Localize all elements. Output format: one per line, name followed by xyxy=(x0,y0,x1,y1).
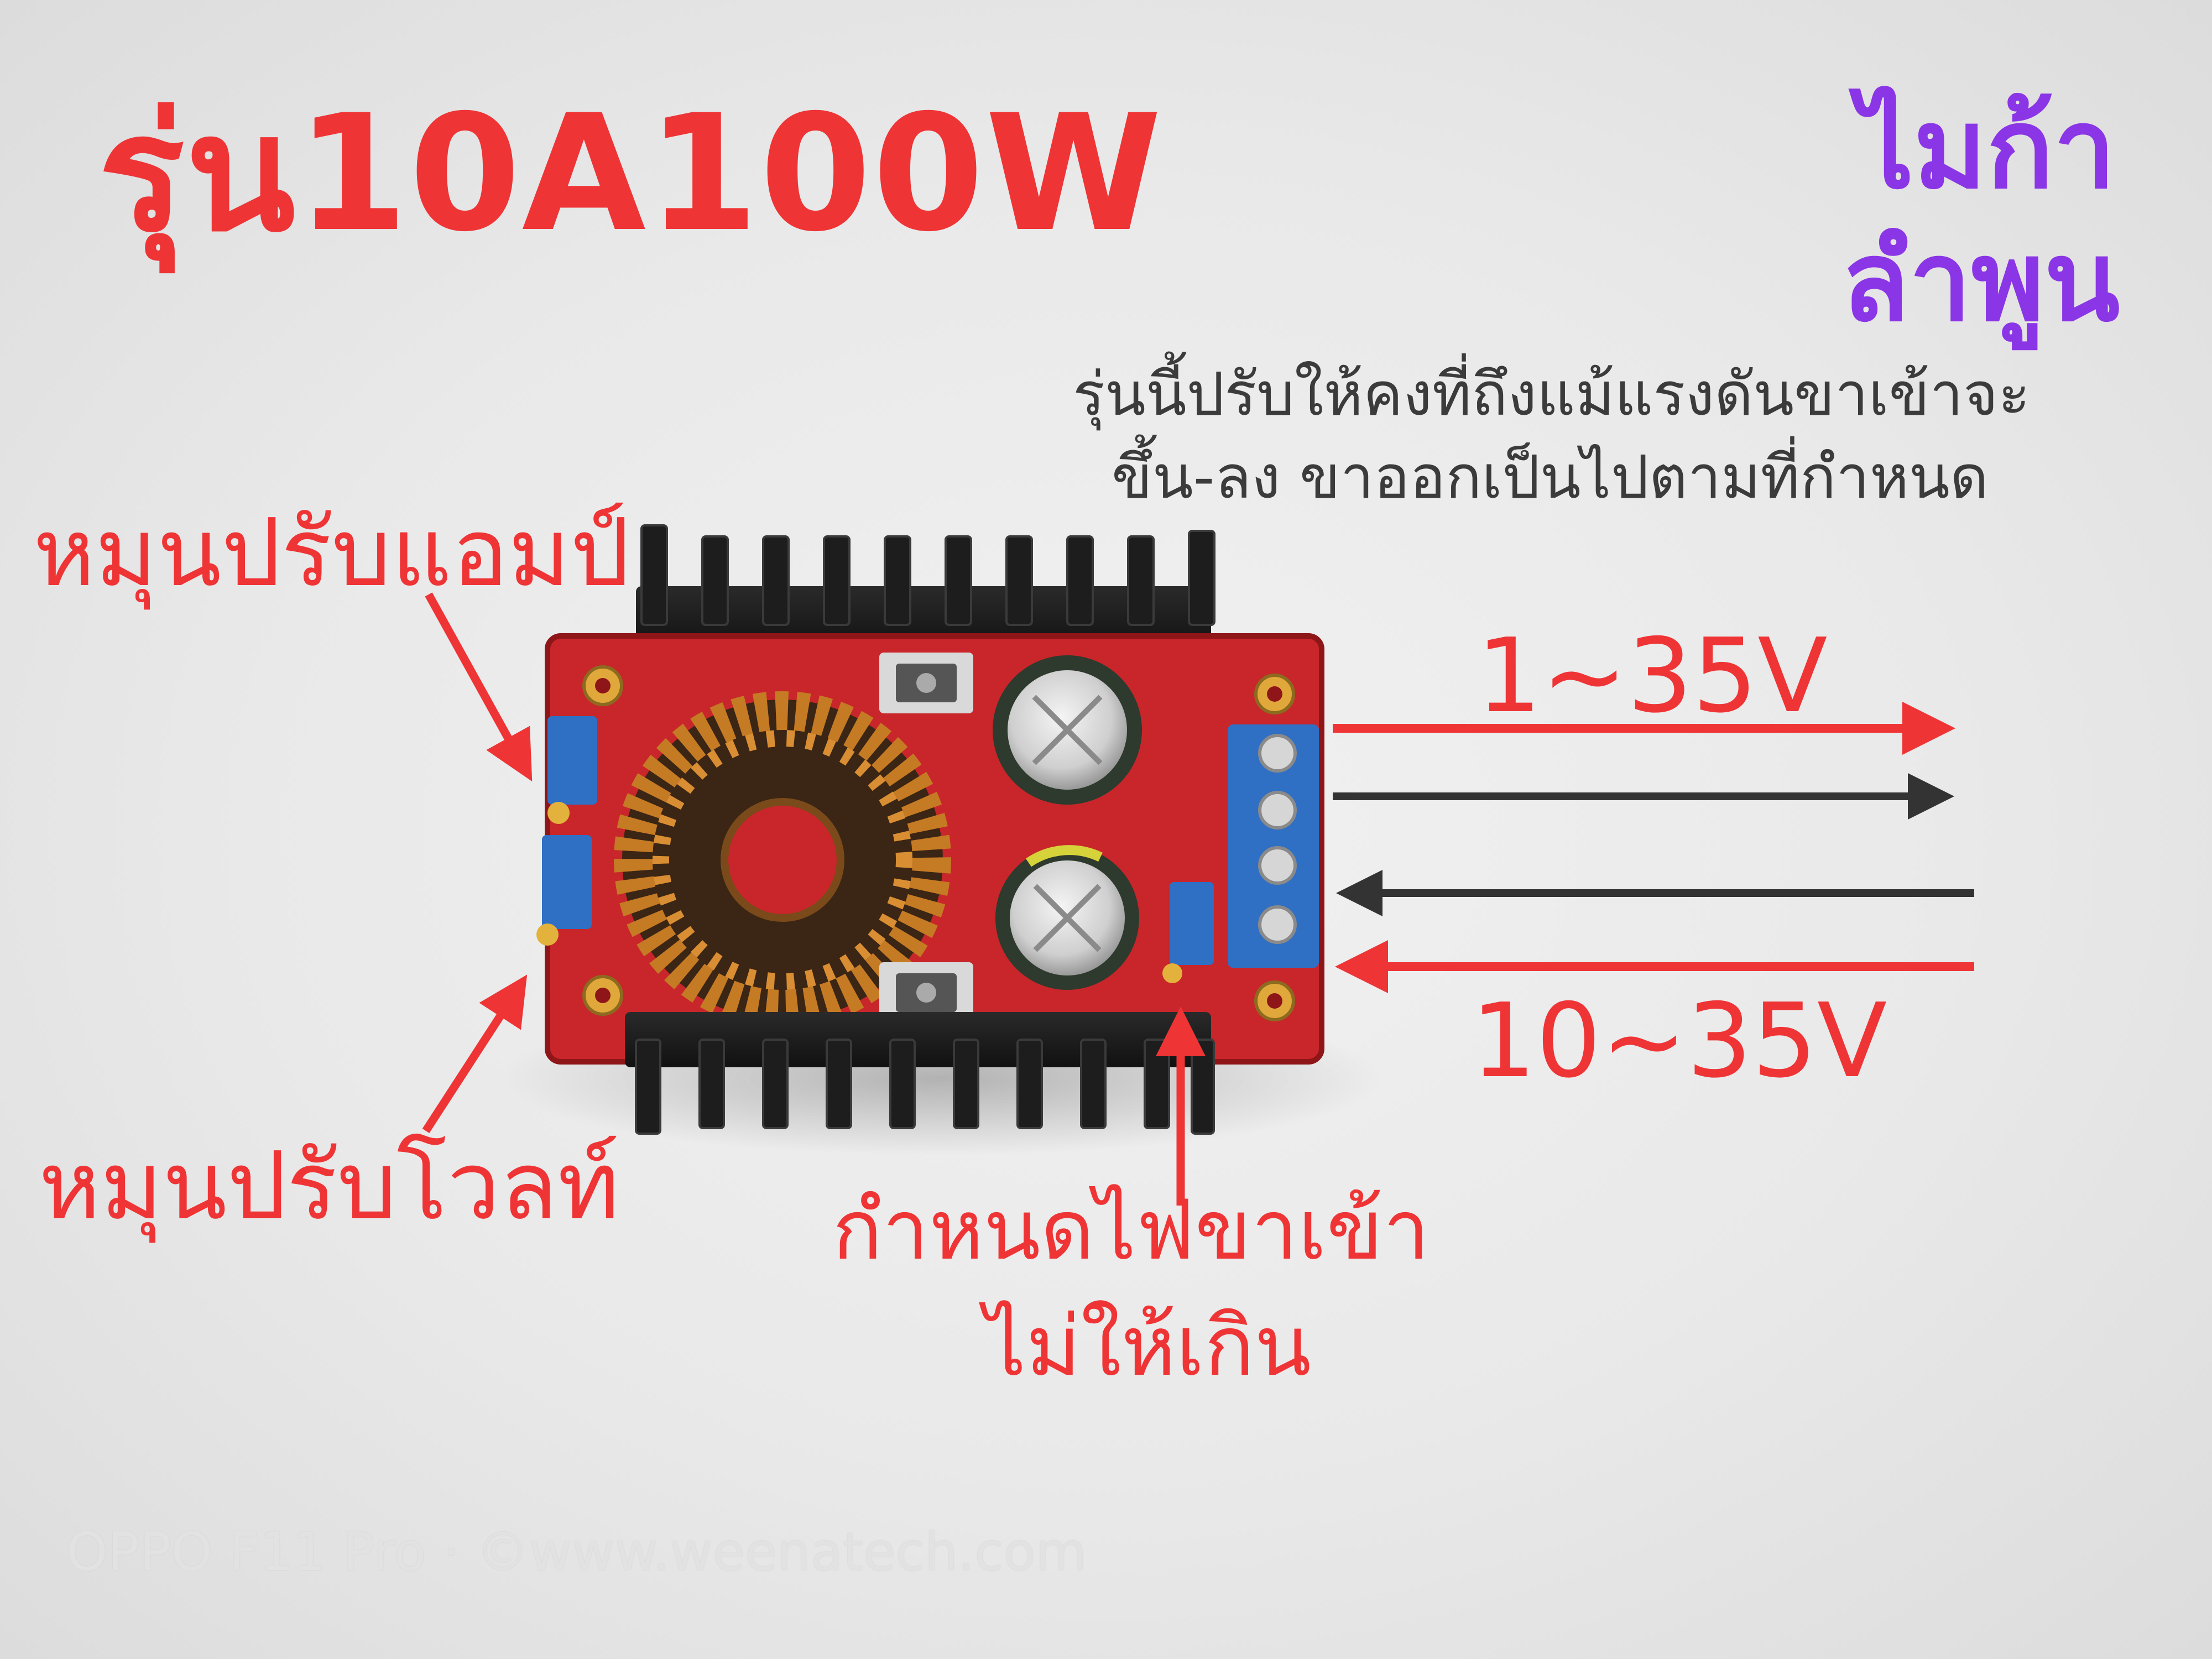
amp-adjust-arrow xyxy=(425,592,533,782)
terminal-block xyxy=(1228,724,1319,968)
pot-input-limit xyxy=(1162,882,1214,983)
output-voltage-label: 1~35V xyxy=(1477,616,1828,735)
capacitor-output xyxy=(993,655,1142,805)
amp-adjust-label: หมุนปรับแอมป์ xyxy=(33,498,630,608)
mosfet xyxy=(879,653,973,713)
input-voltage-label: 10~35V xyxy=(1471,981,1887,1100)
shop-name-line2: ลำพูน xyxy=(1841,217,2120,346)
capacitor-input xyxy=(995,845,1139,990)
pot-current-adjust xyxy=(547,716,597,824)
toroid-inductor xyxy=(614,691,951,1029)
model-title: รุ่น10A100W xyxy=(98,81,1164,267)
diode xyxy=(879,962,973,1023)
description-line2: ขึ้น-ลง ขาออกเป็นไปตามที่กำหนด xyxy=(1112,443,1989,512)
input-limit-label-line2: ไม่ให้เกิน xyxy=(984,1298,1312,1395)
volt-adjust-arrow xyxy=(422,974,528,1134)
camera-watermark: OPPO F11 Pro · ©www.weenatech.com xyxy=(66,1522,1087,1583)
pot-voltage-adjust xyxy=(536,835,592,946)
shop-name-line1: ไมก้า xyxy=(1858,85,2116,213)
input-limit-label-line1: กำหนดไฟขาเข้า xyxy=(832,1182,1430,1279)
description-line1: รุ่นนี้ปรับให้คงที่ถึงแม้แรงดันขาเข้าจะ xyxy=(1073,360,2031,429)
volt-adjust-label: หมุนปรับโวลท์ xyxy=(39,1131,620,1241)
